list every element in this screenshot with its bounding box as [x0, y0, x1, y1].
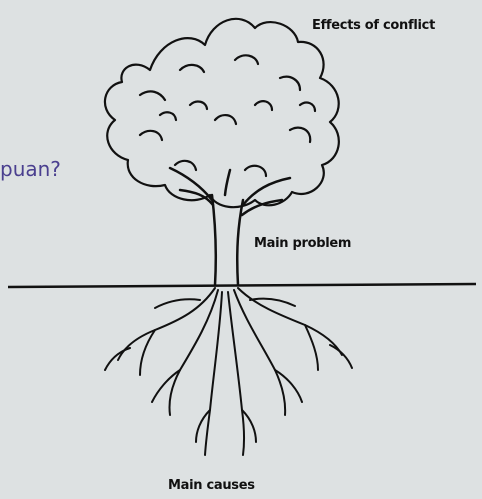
tree-trunk — [170, 168, 290, 285]
tree-canopy — [105, 19, 339, 207]
effects-of-conflict-label: Effects of conflict — [312, 18, 435, 33]
ground-line — [8, 284, 476, 287]
main-problem-label: Main problem — [254, 236, 351, 251]
tree-roots — [105, 288, 352, 455]
main-causes-label: Main causes — [168, 478, 255, 493]
